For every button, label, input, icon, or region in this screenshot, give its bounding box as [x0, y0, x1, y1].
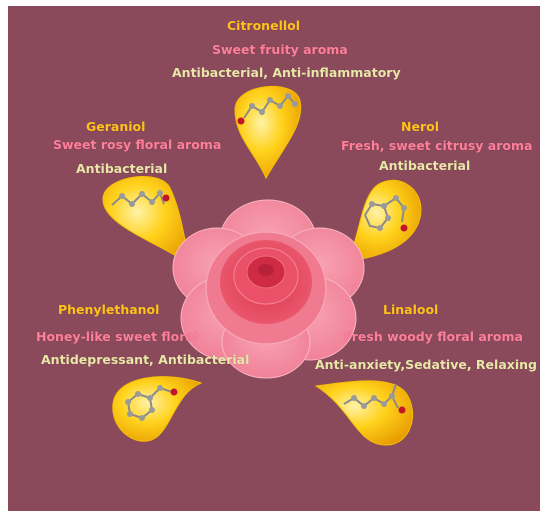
compound-name-linalool: Linalool: [383, 302, 439, 317]
droplet-linalool: [314, 380, 414, 446]
compound-name-nerol: Nerol: [401, 119, 439, 134]
molecule-phenylethanol: [125, 385, 178, 421]
effect-geraniol: Antibacterial: [76, 161, 168, 176]
aroma-linalool: Fresh woody floral aroma: [344, 329, 523, 344]
molecule-linalool: [343, 383, 406, 414]
effect-phenylethanol: Antidepressant, Antibacterial: [41, 352, 250, 367]
effect-citronellol: Antibacterial, Anti-inflammatory: [172, 65, 401, 80]
molecule-nerol: [364, 195, 408, 232]
compound-name-citronellol: Citronellol: [227, 18, 301, 33]
molecule-citronellol: [237, 93, 298, 125]
aroma-nerol: Fresh, sweet citrusy aroma: [341, 138, 533, 153]
aroma-phenylethanol: Honey-like sweet floral: [36, 329, 199, 344]
compound-name-geraniol: Geraniol: [86, 119, 146, 134]
droplet-phenylethanol: [112, 376, 203, 442]
effect-linalool: Anti-anxiety,Sedative, Relaxing: [315, 357, 537, 372]
rose-illustration: [172, 199, 365, 379]
aroma-geraniol: Sweet rosy floral aroma: [53, 137, 222, 152]
molecule-geraniol: [111, 190, 170, 207]
effect-nerol: Antibacterial: [379, 158, 471, 173]
aroma-citronellol: Sweet fruity aroma: [212, 42, 348, 57]
droplet-citronellol: [234, 85, 302, 180]
compound-name-phenylethanol: Phenylethanol: [58, 302, 160, 317]
droplet-nerol: [346, 179, 422, 262]
